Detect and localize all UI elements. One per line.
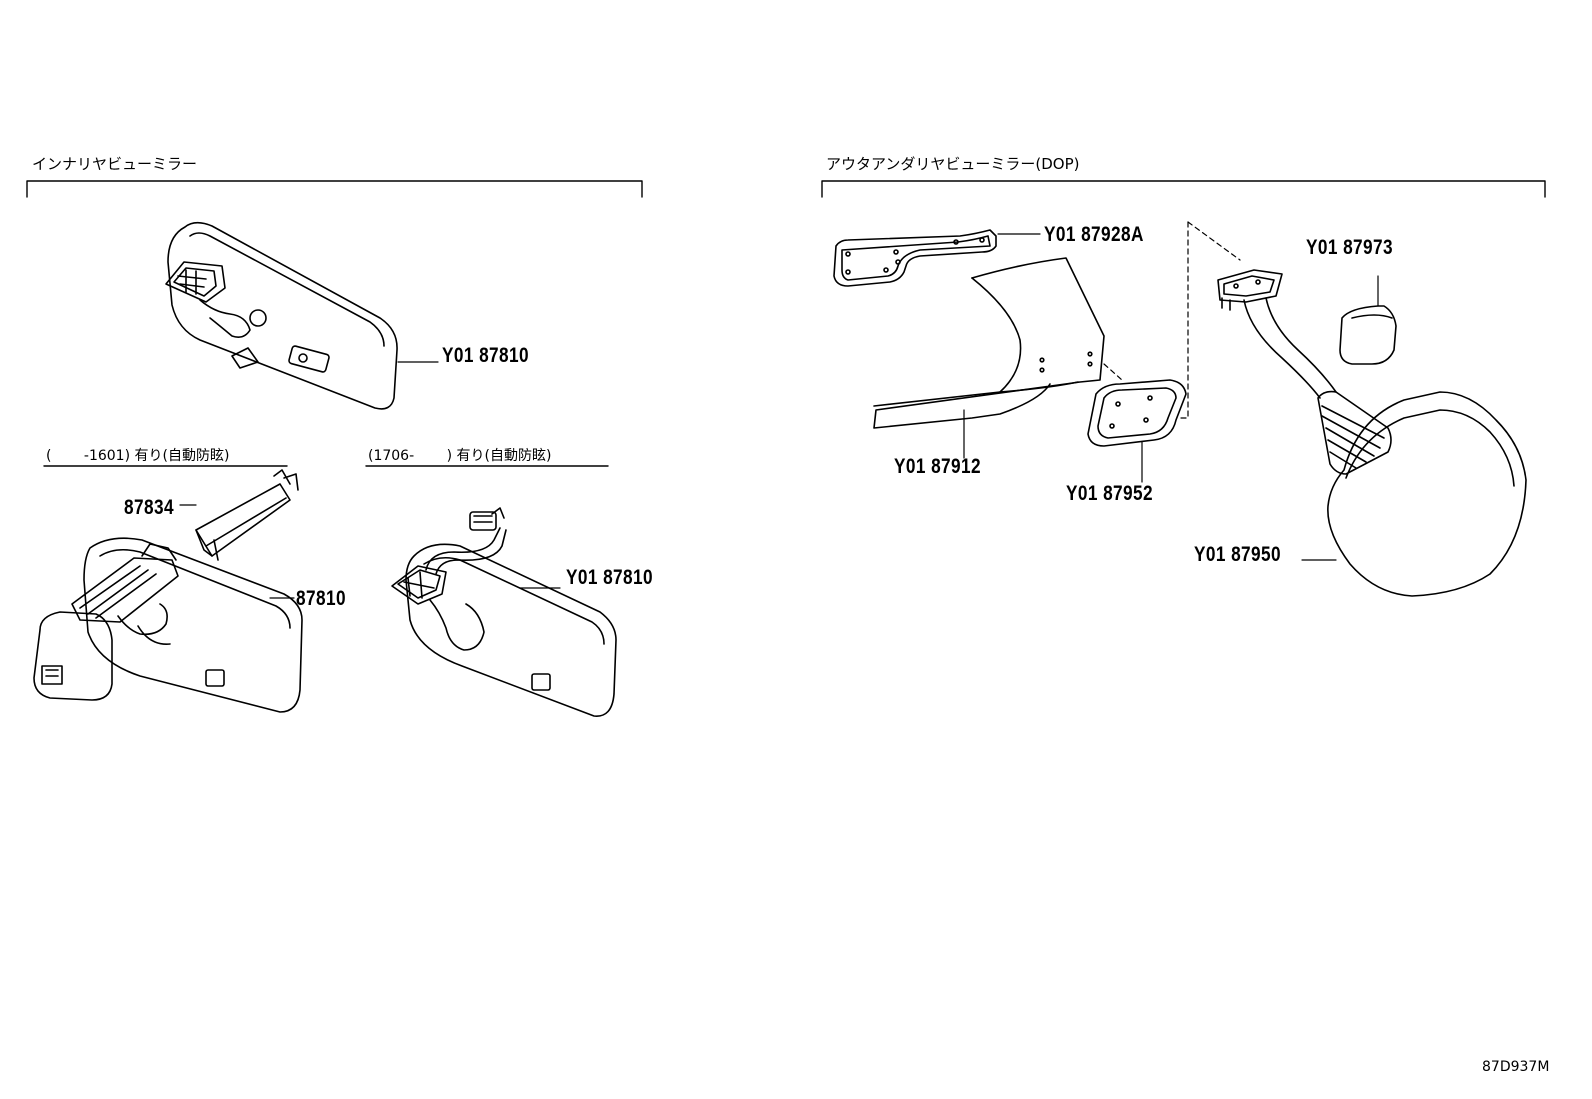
variant-left-caption: ( -1601) 有り(自動防眩): [46, 448, 230, 464]
inner-section-bracket: [26, 180, 643, 198]
part-label-87810[interactable]: 87810: [296, 587, 346, 610]
variant-right-caption: (1706- ) 有り(自動防眩): [368, 448, 552, 464]
mirror-cover-drawing: [1339, 275, 1397, 365]
outer-mirror-drawing: [1217, 269, 1527, 597]
inner-mirror-variant-right-drawing: [391, 507, 617, 717]
part-label-outer-mirror[interactable]: Y01 87950: [1194, 543, 1282, 566]
outer-section-bracket: [821, 180, 1546, 198]
diagram-code: 87D937M: [1482, 1059, 1550, 1075]
inner-mirror-section-title: インナリヤビューミラー: [32, 155, 198, 173]
part-label-bracket-plate[interactable]: Y01 87928A: [1044, 223, 1144, 246]
part-label-sheet[interactable]: Y01 87912: [894, 455, 982, 478]
gasket-drawing: [1087, 379, 1187, 483]
part-label-gasket[interactable]: Y01 87952: [1066, 482, 1154, 505]
sheet-drawing: [873, 257, 1105, 459]
inner-mirror-drawing: [165, 221, 439, 410]
dashed-guides: [1103, 221, 1241, 419]
bracket-plate-drawing: [833, 229, 1041, 287]
part-label-87834[interactable]: 87834: [124, 496, 174, 519]
part-label-mirror-cover[interactable]: Y01 87973: [1306, 236, 1394, 259]
outer-mirror-section-title: アウタアンダリヤビューミラー(DOP): [826, 155, 1080, 173]
part-label-inner-mirror-new[interactable]: Y01 87810: [566, 566, 654, 589]
inner-mirror-variant-left-drawing: [33, 469, 303, 713]
part-label-inner-mirror[interactable]: Y01 87810: [442, 344, 530, 367]
